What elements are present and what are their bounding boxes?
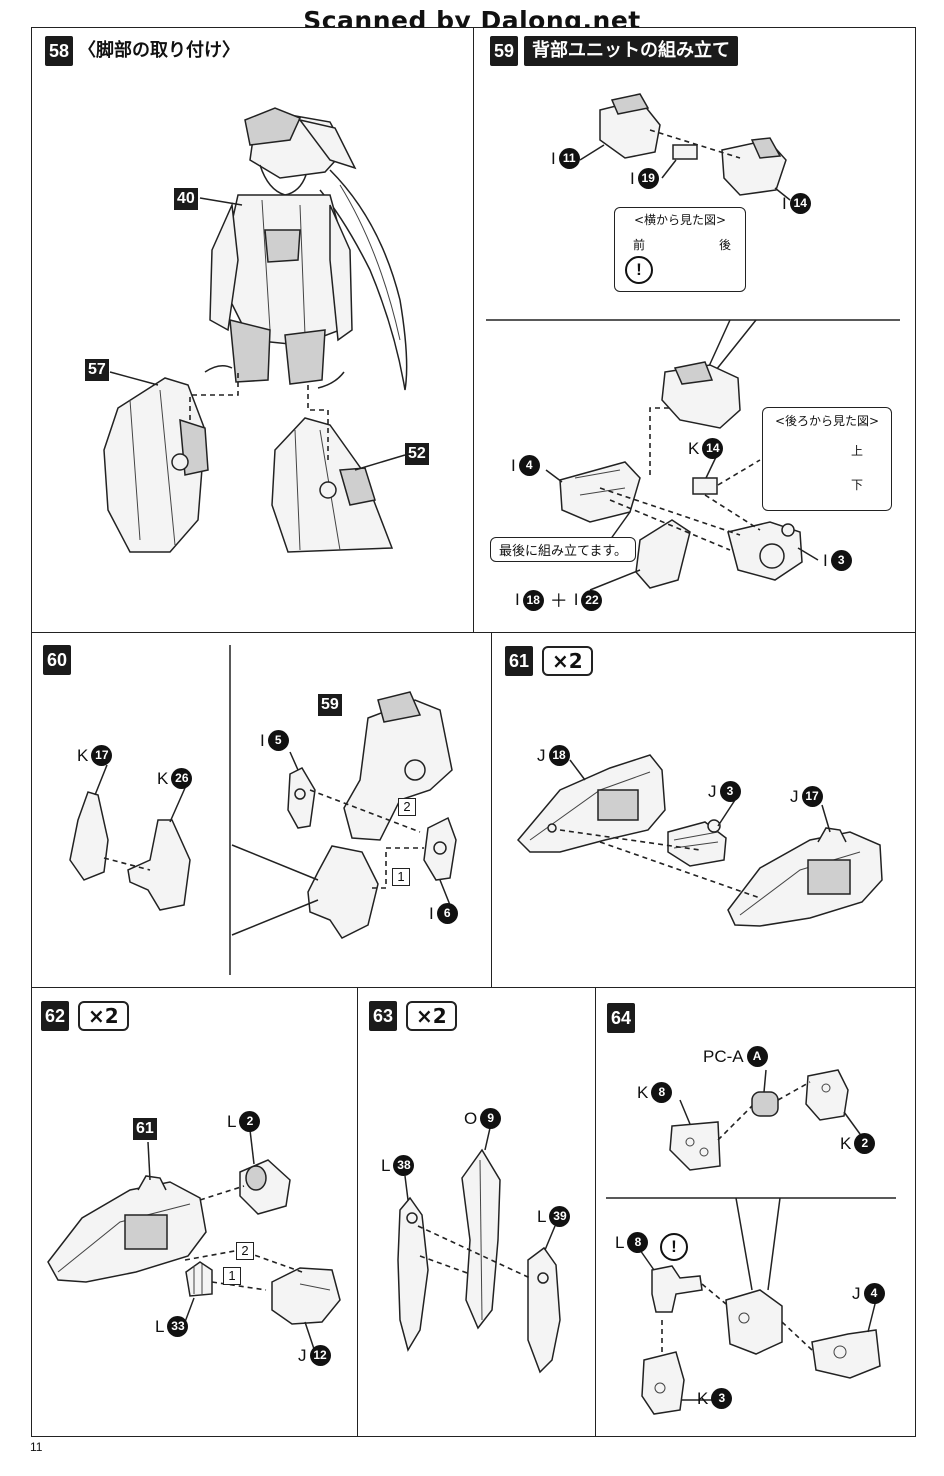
part-j4-drawing	[811, 1329, 881, 1379]
assemble-last-note: 最後に組み立てます。	[490, 537, 637, 562]
step-64-number: 64	[607, 1003, 636, 1033]
part-k14-drawing	[692, 477, 718, 495]
part-l33-drawing	[185, 1261, 213, 1297]
part-k17-drawing	[69, 791, 109, 881]
order-step-1: 1	[392, 868, 410, 886]
part-l8-drawing	[651, 1265, 703, 1313]
part-19-drawing	[672, 144, 698, 160]
rear-view-bottom-label: 下	[851, 478, 864, 492]
left-leg-part-drawing	[103, 377, 209, 553]
part-k2-drawing	[805, 1069, 849, 1121]
part-k-assembled-drawing	[307, 845, 379, 939]
part-o9-drawing	[461, 1148, 501, 1330]
part-k8-drawing	[669, 1121, 721, 1171]
step-62-multiplier: ×2	[78, 1001, 129, 1031]
pc-a-joint-drawing	[751, 1091, 779, 1117]
order-step-1: 1	[223, 1267, 241, 1285]
ref-59-label: 59	[318, 694, 342, 716]
figure-body-drawing	[204, 107, 408, 391]
side-view-front-label: 前	[633, 238, 646, 252]
back-unit-assembled-drawing	[661, 361, 741, 429]
rear-view-callout: <後ろから見た図> 上 下	[762, 407, 892, 511]
back-unit-left-half-drawing	[559, 461, 641, 523]
step-63-multiplier: ×2	[406, 1001, 457, 1031]
side-view-callout: <横から見た図> 前 後 !	[614, 207, 746, 292]
wing-61-drawing	[47, 1175, 207, 1283]
part-l2-drawing	[239, 1159, 291, 1215]
step-63-number: 63	[369, 1001, 398, 1031]
order-step-2: 2	[236, 1242, 254, 1260]
ref-52-label: 52	[405, 443, 429, 465]
back-unit-right-half-drawing	[727, 521, 803, 581]
page-number: 11	[30, 1440, 43, 1454]
step-59-number: 59	[490, 36, 519, 66]
part-i5-drawing	[287, 767, 316, 829]
step-60-number: 60	[43, 645, 72, 675]
back-unit-top-left-drawing	[599, 93, 661, 159]
part-18-22-drawing	[635, 519, 691, 589]
ref-40-label: 40	[174, 188, 198, 210]
rear-view-title: <後ろから見た図>	[774, 414, 880, 428]
step-58-number: 58	[45, 36, 74, 66]
warning-icon: !	[625, 256, 653, 284]
step-59-title: 背部ユニットの組み立て	[524, 36, 738, 66]
right-leg-part-drawing	[271, 417, 394, 553]
part-k26-drawing	[127, 819, 191, 911]
warning-icon: !	[660, 1233, 688, 1261]
back-unit-top-right-drawing	[721, 137, 787, 196]
back-unit-59-drawing	[343, 691, 453, 841]
ref-57-label: 57	[85, 359, 109, 381]
part-l38-drawing	[397, 1196, 429, 1352]
part-k3-drawing	[641, 1351, 685, 1415]
side-view-back-label: 後	[719, 238, 732, 252]
ref-61-label: 61	[133, 1118, 157, 1140]
rear-view-top-label: 上	[851, 444, 864, 458]
wing-j18-drawing	[516, 754, 666, 853]
step-61-multiplier: ×2	[542, 646, 593, 676]
part-j3-drawing	[667, 819, 727, 867]
joint-core-drawing	[725, 1289, 783, 1355]
side-view-title: <横から見た図>	[633, 213, 727, 227]
step-58-title: 〈脚部の取り付け〉	[78, 40, 240, 61]
part-i6-drawing	[423, 816, 457, 881]
order-step-2: 2	[398, 798, 416, 816]
step-61-number: 61	[505, 646, 534, 676]
part-l39-drawing	[527, 1246, 561, 1374]
wing-j17-drawing	[727, 827, 883, 927]
part-j12-drawing	[271, 1267, 341, 1325]
step-62-number: 62	[41, 1001, 70, 1031]
